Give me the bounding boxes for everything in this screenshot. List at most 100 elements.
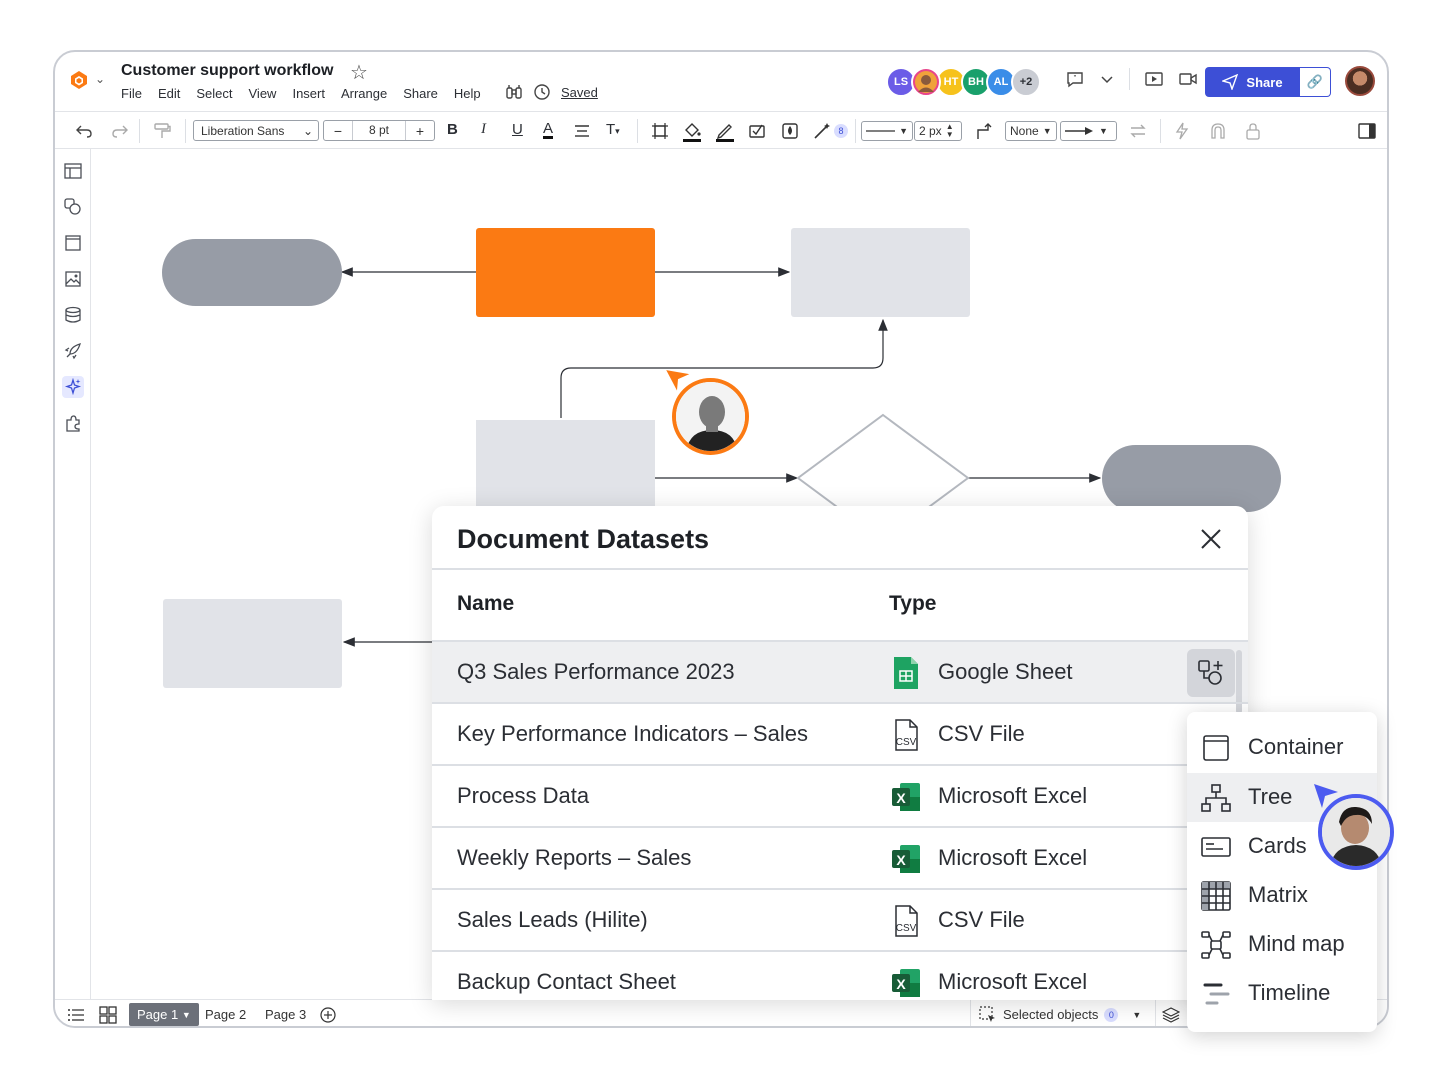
- line-end-select[interactable]: ▼: [1060, 121, 1117, 141]
- bold-icon[interactable]: B: [447, 121, 458, 138]
- column-header-type[interactable]: Type: [889, 592, 937, 615]
- line-width-select[interactable]: 2 px▲▼: [914, 121, 962, 141]
- menu-edit[interactable]: Edit: [157, 86, 181, 101]
- current-user-avatar[interactable]: [1345, 66, 1375, 96]
- feature-find-icon[interactable]: [505, 83, 523, 101]
- format-painter-icon[interactable]: [153, 122, 171, 140]
- page-tab-2[interactable]: Page 2: [205, 1007, 247, 1022]
- more-collaborators-badge[interactable]: +2: [1011, 67, 1041, 97]
- redo-icon[interactable]: [111, 123, 129, 139]
- swap-endpoints-icon[interactable]: [1129, 123, 1147, 139]
- increase-size-button[interactable]: +: [415, 122, 425, 139]
- divider: [1155, 1000, 1157, 1026]
- menu-item-mind-map[interactable]: Mind map: [1187, 920, 1377, 969]
- menu-insert[interactable]: Insert: [292, 86, 325, 101]
- mind-map-icon: [1201, 931, 1231, 959]
- menu-item-timeline[interactable]: Timeline: [1187, 969, 1377, 1018]
- saved-status-link[interactable]: Saved: [561, 84, 598, 100]
- decrease-size-button[interactable]: −: [333, 122, 343, 139]
- page-tab-3[interactable]: Page 3: [265, 1007, 307, 1022]
- text-options-icon[interactable]: T▾: [606, 121, 620, 138]
- menu-item-label: Cards: [1248, 833, 1307, 858]
- font-size-stepper[interactable]: − 8 pt +: [323, 120, 435, 141]
- panel-scrollbar[interactable]: [1236, 650, 1242, 714]
- frame-icon[interactable]: [62, 232, 84, 254]
- list-view-icon[interactable]: [67, 1007, 85, 1023]
- close-icon[interactable]: [1198, 526, 1224, 552]
- opacity-icon[interactable]: [781, 122, 799, 140]
- google-sheet-icon: [894, 657, 918, 689]
- menu-item-matrix[interactable]: Matrix: [1187, 871, 1377, 920]
- collaborator-avatars: LS HT BH AL +2: [886, 67, 1041, 97]
- side-panel-icon[interactable]: [1358, 123, 1376, 139]
- menu-help[interactable]: Help: [453, 86, 481, 101]
- table-row[interactable]: Process Data X Microsoft Excel: [432, 764, 1248, 826]
- connector-style-icon[interactable]: [975, 122, 993, 140]
- page-tab-1[interactable]: Page 1 ▼: [129, 1003, 199, 1026]
- share-button-main[interactable]: Share: [1205, 74, 1300, 90]
- ai-sparkle-icon[interactable]: [62, 376, 84, 398]
- table-row[interactable]: Key Performance Indicators – Sales CSV C…: [432, 702, 1248, 764]
- excel-icon: X: [892, 845, 920, 873]
- italic-icon[interactable]: I: [481, 121, 486, 137]
- line-color-icon[interactable]: [715, 121, 735, 143]
- send-icon: [1222, 74, 1239, 90]
- shapes-icon[interactable]: [62, 196, 84, 218]
- menu-item-container[interactable]: Container: [1187, 723, 1377, 772]
- dataset-name: Process Data: [457, 783, 590, 808]
- copy-link-icon[interactable]: 🔗: [1300, 68, 1330, 96]
- video-icon[interactable]: [1178, 69, 1198, 89]
- table-row[interactable]: Q3 Sales Performance 2023 Google Sheet: [432, 640, 1248, 702]
- menu-select[interactable]: Select: [196, 86, 233, 101]
- magnet-icon[interactable]: [1209, 122, 1227, 140]
- comment-icon[interactable]: ”: [1065, 69, 1085, 89]
- menu-item-cards[interactable]: Cards: [1187, 822, 1377, 871]
- text-color-icon[interactable]: A: [543, 120, 554, 139]
- font-family-select[interactable]: Liberation Sans⌄: [193, 120, 319, 141]
- divider: [432, 568, 1248, 570]
- column-header-name[interactable]: Name: [457, 592, 515, 615]
- font-size-value[interactable]: 8 pt: [352, 121, 406, 140]
- favorite-star-icon[interactable]: ☆: [350, 62, 368, 84]
- lock-icon[interactable]: [1245, 122, 1261, 140]
- document-title[interactable]: Customer support workflow: [121, 62, 334, 79]
- present-icon[interactable]: [1144, 69, 1164, 89]
- logo-chevron-down-icon[interactable]: ⌄: [95, 72, 106, 86]
- menu-view[interactable]: View: [248, 86, 277, 101]
- menu-file[interactable]: File: [121, 86, 142, 101]
- underline-icon[interactable]: U: [512, 121, 523, 138]
- align-text-icon[interactable]: [574, 124, 590, 138]
- templates-icon[interactable]: [62, 160, 84, 182]
- fill-color-icon[interactable]: [682, 121, 702, 143]
- app-logo-icon[interactable]: [69, 70, 89, 90]
- insert-dataset-button[interactable]: [1187, 649, 1235, 697]
- line-style-select[interactable]: ▼: [861, 121, 913, 141]
- undo-icon[interactable]: [75, 123, 93, 139]
- chevron-down-icon: ▼: [1132, 1009, 1142, 1020]
- svg-text:X: X: [896, 852, 906, 868]
- title-actions: ”: [1065, 68, 1198, 90]
- chevron-down-icon[interactable]: [1099, 71, 1115, 87]
- shape-frame-icon[interactable]: [651, 122, 669, 140]
- integrations-puzzle-icon[interactable]: [62, 412, 84, 434]
- add-page-icon[interactable]: [320, 1007, 336, 1023]
- table-row[interactable]: Sales Leads (Hilite) CSV CSV File: [432, 888, 1248, 950]
- share-button[interactable]: Share 🔗: [1205, 67, 1331, 97]
- collaborator-avatar-photo[interactable]: [911, 67, 941, 97]
- menu-share[interactable]: Share: [403, 86, 438, 101]
- clock-icon: [534, 84, 550, 100]
- image-icon[interactable]: [62, 268, 84, 290]
- action-lightning-icon[interactable]: [1174, 122, 1190, 140]
- line-start-select[interactable]: None▼: [1005, 121, 1057, 141]
- dataset-type: Microsoft Excel: [938, 969, 1088, 994]
- rocket-icon[interactable]: [62, 340, 84, 362]
- layers-icon[interactable]: [1162, 1006, 1181, 1024]
- style-icon[interactable]: [748, 122, 766, 140]
- table-row[interactable]: Backup Contact Sheet X Microsoft Excel: [432, 950, 1248, 1000]
- magic-wand-icon[interactable]: [812, 122, 832, 140]
- data-icon[interactable]: [62, 304, 84, 326]
- menu-arrange[interactable]: Arrange: [340, 86, 388, 101]
- table-row[interactable]: Weekly Reports – Sales X Microsoft Excel: [432, 826, 1248, 888]
- selected-objects-control[interactable]: Selected objects 0 ▼: [970, 1000, 1181, 1026]
- grid-view-icon[interactable]: [99, 1006, 117, 1024]
